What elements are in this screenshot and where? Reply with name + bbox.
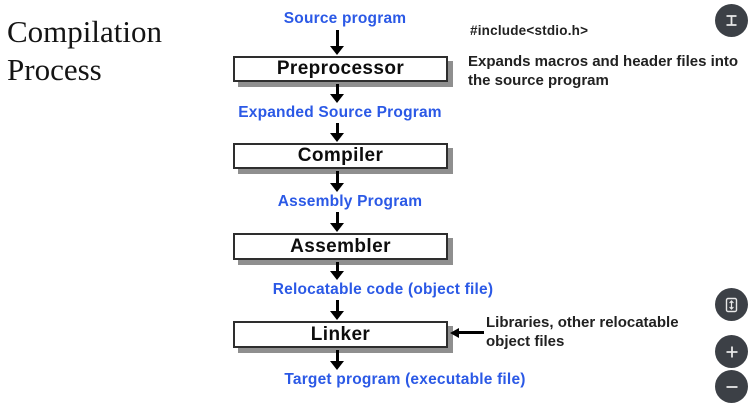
down-arrow-icon: [330, 123, 344, 142]
flow-box-label: Linker: [310, 323, 371, 345]
minus-icon: [724, 379, 740, 395]
artifact-label-source-program: Source program: [283, 10, 407, 27]
down-arrow-icon: [330, 171, 344, 192]
page-title: Compilation Process: [7, 14, 162, 87]
down-arrow-icon: [330, 30, 344, 55]
left-arrow-icon: [450, 327, 484, 338]
flow-box-assembler: Assembler: [233, 233, 448, 260]
artifact-label-assembly-program: Assembly Program: [277, 193, 423, 210]
i-beam-icon: [724, 13, 739, 28]
down-arrow-icon: [330, 350, 344, 370]
down-arrow-icon: [330, 212, 344, 232]
scroll-tool-button[interactable]: [715, 4, 748, 37]
flow-box-linker: Linker: [233, 321, 448, 348]
artifact-label-relocatable-code: Relocatable code (object file): [272, 281, 494, 298]
down-arrow-icon: [330, 300, 344, 320]
flow-box-label: Compiler: [297, 145, 384, 166]
fit-to-height-icon: [724, 297, 739, 313]
linker-note-text: Libraries, other relocatable object file…: [486, 314, 679, 350]
artifact-label-target-program: Target program (executable file): [284, 371, 526, 388]
include-directive-text: #include<stdio.h>: [470, 23, 589, 38]
plus-icon: [724, 344, 740, 360]
zoom-in-button[interactable]: [715, 335, 748, 368]
zoom-out-button[interactable]: [715, 370, 748, 403]
flow-box-label: Preprocessor: [276, 58, 405, 79]
flow-box-label: Assembler: [290, 235, 391, 257]
preprocessor-note-text: Expands macros and header files into the…: [468, 53, 739, 89]
down-arrow-icon: [330, 84, 344, 103]
flow-box-preprocessor: Preprocessor: [233, 56, 448, 82]
down-arrow-icon: [330, 262, 344, 280]
flow-box-compiler: Compiler: [233, 143, 448, 169]
artifact-label-expanded-source: Expanded Source Program: [238, 104, 442, 121]
fit-to-height-button[interactable]: [715, 288, 748, 321]
